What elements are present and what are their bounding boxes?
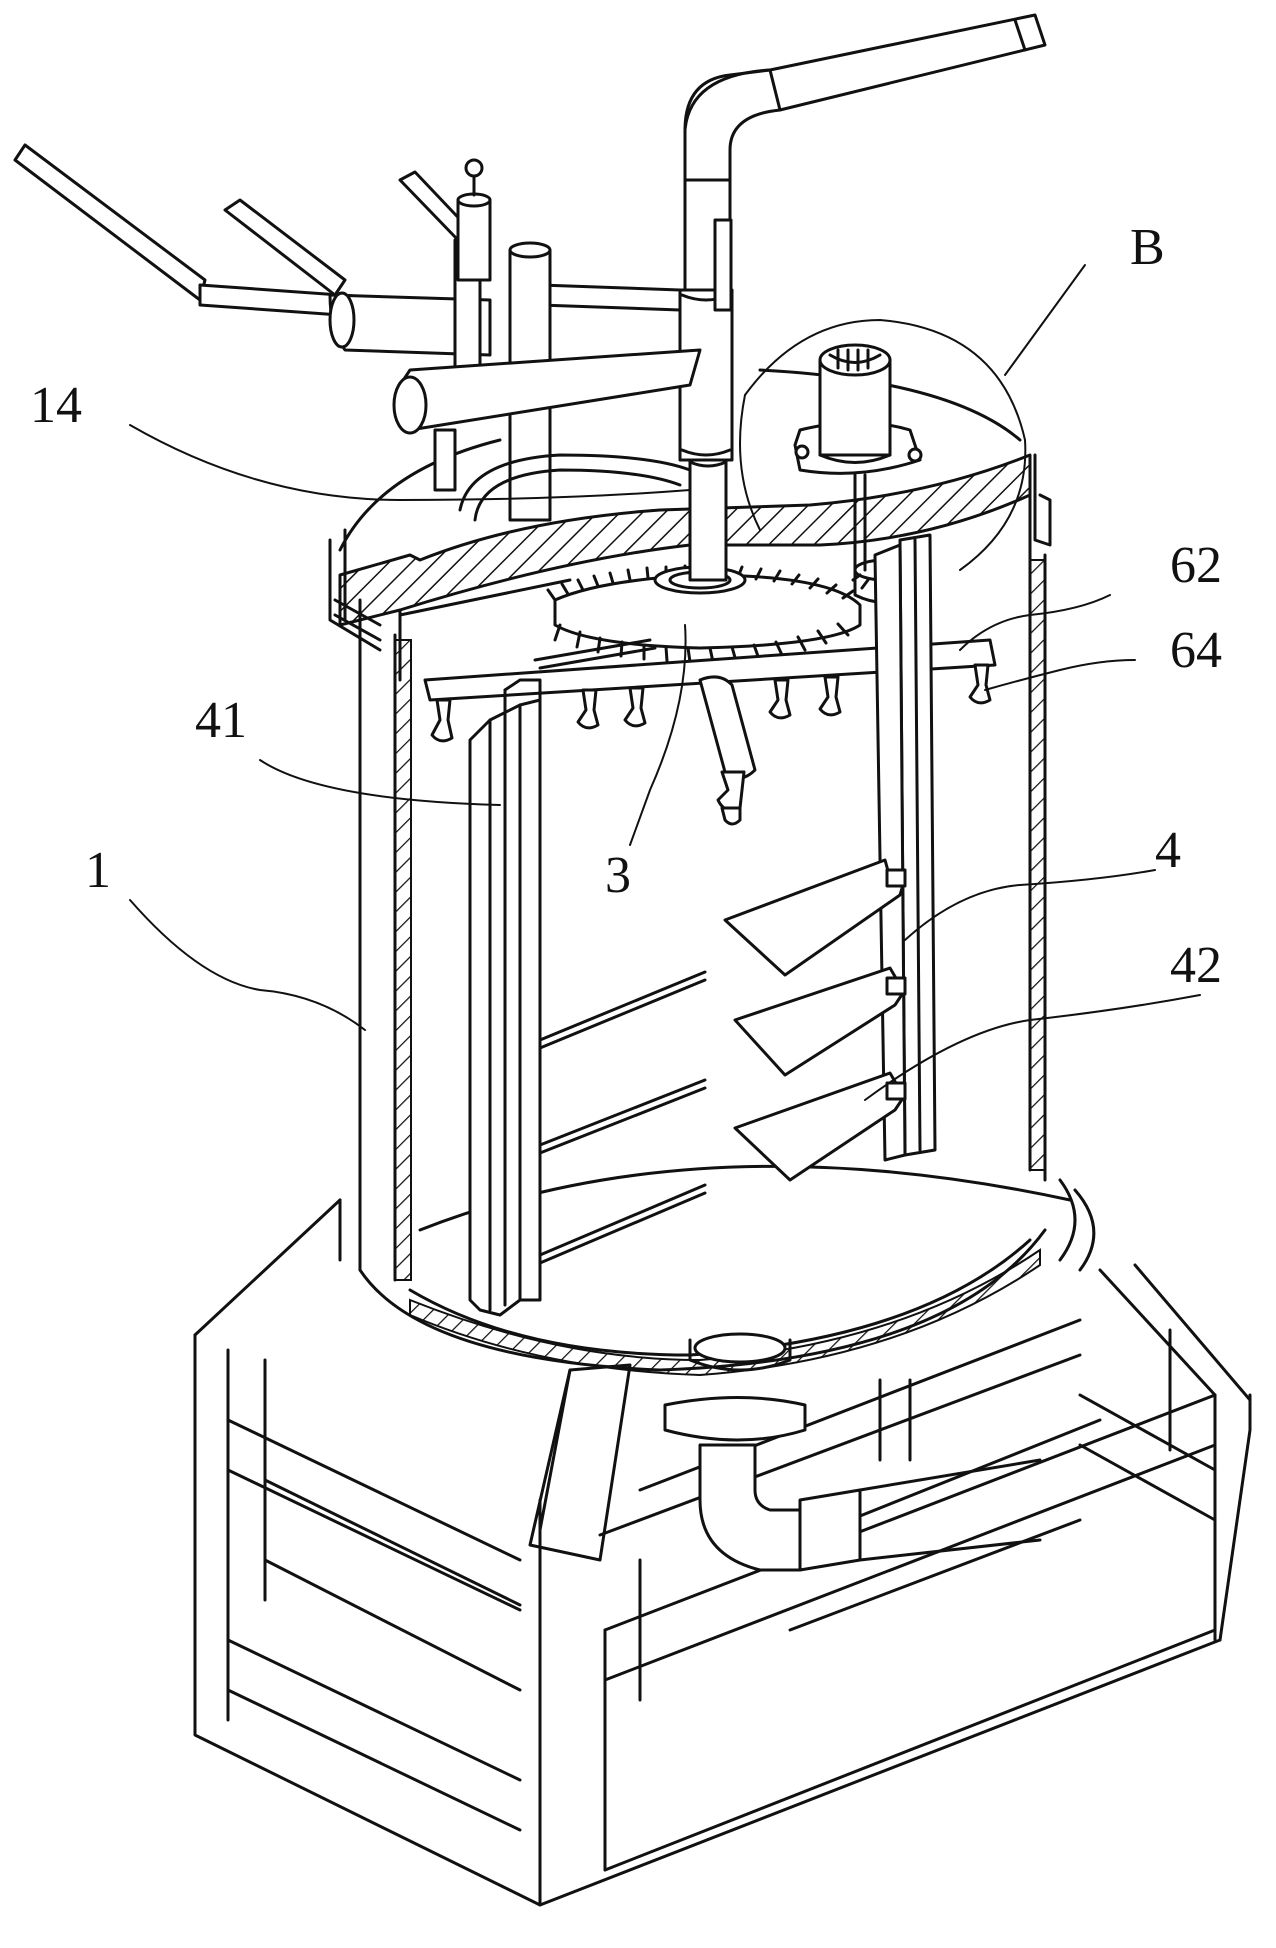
tank-lid — [328, 368, 1052, 682]
detail-circle-b — [739, 264, 1086, 571]
motor — [793, 343, 923, 572]
callout-14: 14 — [30, 377, 82, 434]
spray-bar — [423, 638, 997, 743]
scraper-right — [723, 533, 937, 1182]
callout-62: 62 — [1170, 537, 1222, 594]
leader-lines — [129, 424, 1201, 1101]
callout-1: 1 — [85, 842, 111, 899]
inlet-arms — [13, 143, 702, 522]
callout-41: 41 — [195, 692, 247, 749]
scraper-left — [468, 678, 707, 1317]
shaft-nozzle — [698, 675, 757, 826]
callout-3: 3 — [605, 847, 631, 904]
callout-b: B — [1130, 219, 1165, 276]
callout-64: 64 — [1170, 622, 1222, 679]
callout-4: 4 — [1155, 822, 1181, 879]
callout-42: 42 — [1170, 937, 1222, 994]
